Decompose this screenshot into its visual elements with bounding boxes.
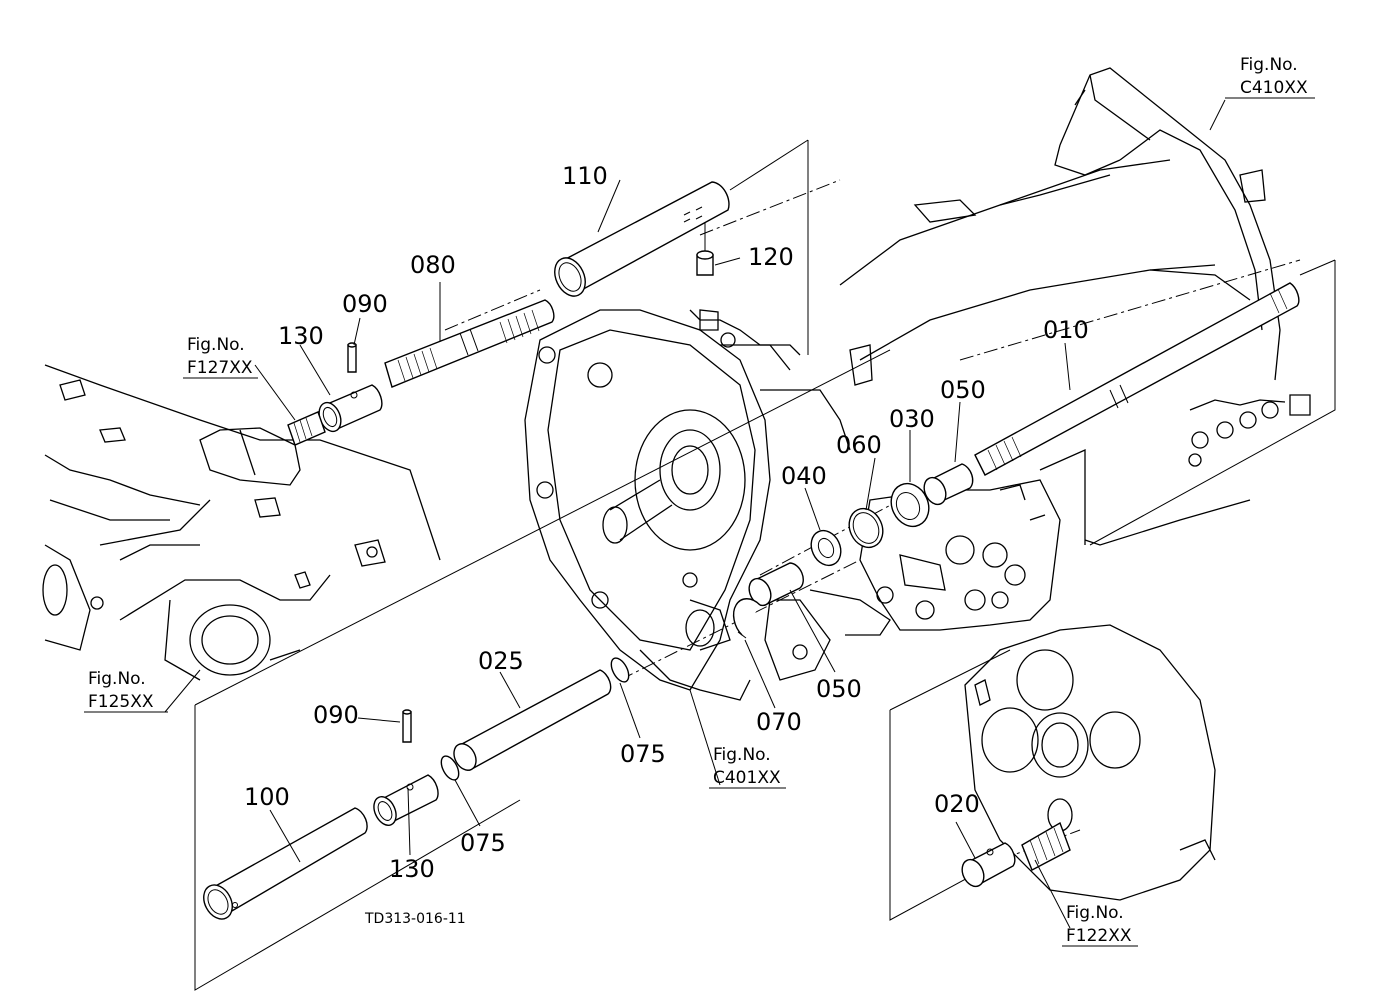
figref-c401: Fig.No. C401XX	[709, 745, 786, 789]
valve-block-drawing	[859, 448, 1086, 631]
label-130-bottom: 130	[389, 855, 435, 883]
part-030-bearing	[890, 482, 930, 528]
label-120: 120	[748, 243, 794, 271]
label-030: 030	[889, 405, 935, 433]
rear-cover-drawing	[964, 624, 1216, 901]
figref-c401-line1: Fig.No.	[713, 745, 771, 765]
label-100: 100	[244, 783, 290, 811]
label-050-upper: 050	[940, 376, 986, 404]
part-050-bush-lower	[748, 562, 804, 607]
part-130-coupling-top	[318, 384, 383, 433]
label-025: 025	[478, 647, 524, 675]
leader-lines	[164, 99, 1226, 929]
label-020: 020	[934, 790, 980, 818]
part-090-pin-top	[347, 342, 357, 373]
part-050-bush-upper	[923, 463, 974, 506]
label-070: 070	[756, 708, 802, 736]
label-080: 080	[410, 251, 456, 279]
label-130-top: 130	[278, 322, 324, 350]
figure-references: Fig.No. C410XX Fig.No. F127XX Fig.No. F1…	[84, 55, 1315, 947]
figref-f125-line1: Fig.No.	[88, 669, 146, 689]
figref-f127: Fig.No. F127XX	[183, 335, 258, 379]
label-090-top: 090	[342, 290, 388, 318]
transmission-case-drawing	[839, 67, 1311, 546]
part-040-washer	[810, 529, 842, 567]
figref-f122: Fig.No. F122XX	[1062, 903, 1138, 947]
label-075-lower: 075	[460, 829, 506, 857]
figref-c410-line1: Fig.No.	[1240, 55, 1298, 75]
part-090-pin-bottom	[402, 709, 412, 743]
figref-c410: Fig.No. C410XX	[1225, 55, 1315, 99]
figref-c401-line2: C401XX	[713, 768, 781, 788]
label-050-lower: 050	[816, 675, 862, 703]
drawing-code: TD313-016-11	[364, 911, 466, 927]
figref-c410-line2: C410XX	[1240, 78, 1308, 98]
figref-f127-line1: Fig.No.	[187, 335, 245, 355]
part-110-tube	[554, 181, 730, 297]
part-number-labels: 110 120 080 090 130 010 050 030 060 040 …	[244, 162, 1089, 883]
part-070-circlip	[732, 598, 761, 639]
part-100-tube	[203, 807, 368, 920]
label-110: 110	[562, 162, 608, 190]
label-010: 010	[1043, 316, 1089, 344]
figref-f125: Fig.No. F125XX	[84, 669, 168, 713]
part-060-snap-ring	[848, 507, 884, 549]
part-075-oring-upper	[610, 657, 630, 683]
figref-f127-line2: F127XX	[187, 358, 253, 378]
part-080-shaft	[384, 299, 555, 388]
part-010-shaft	[974, 282, 1300, 476]
label-090-bottom: 090	[313, 701, 359, 729]
part-020-coupling	[961, 842, 1016, 888]
input-shaft-stub	[287, 411, 326, 446]
middle-housing-drawing	[524, 309, 891, 701]
label-040: 040	[781, 462, 827, 490]
left-housing-drawing	[42, 364, 441, 681]
part-075-oring-lower	[440, 755, 460, 781]
output-spline-stub	[1021, 821, 1071, 871]
label-075-upper: 075	[620, 740, 666, 768]
part-025-tube	[453, 669, 612, 771]
part-120-plug	[696, 222, 714, 276]
figref-f122-line1: Fig.No.	[1066, 903, 1124, 923]
label-060: 060	[836, 431, 882, 459]
part-130-coupling-bottom	[373, 774, 439, 826]
figref-f122-line2: F122XX	[1066, 926, 1132, 946]
figref-f125-line2: F125XX	[88, 692, 154, 712]
